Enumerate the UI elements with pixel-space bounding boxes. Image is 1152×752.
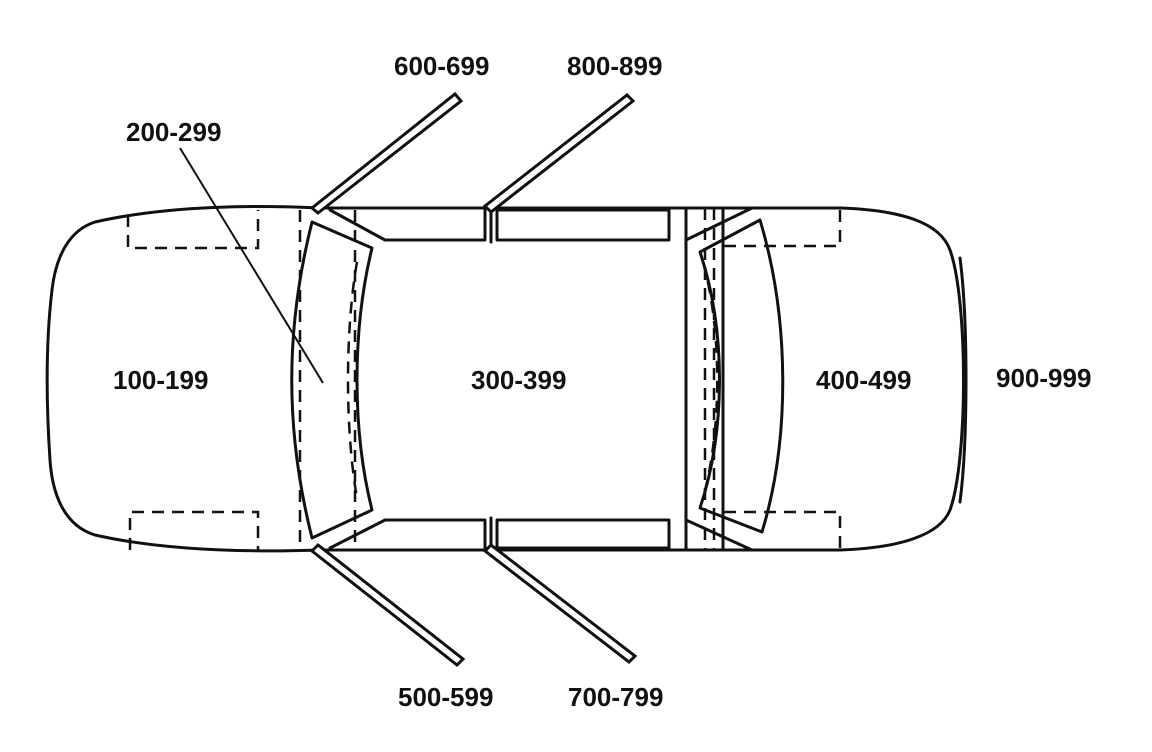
zone-label-rear: 400-499 — [816, 365, 911, 395]
right-front-window — [328, 518, 487, 550]
zone-label-front: 100-199 — [113, 365, 208, 395]
front-left-dashed-box — [126, 210, 260, 250]
windshield-leader-line — [179, 147, 324, 384]
rear-window-inner-dashed — [701, 261, 719, 499]
zone-label-windshield: 200-299 — [126, 117, 221, 147]
zone-label-right-front-door: 500-599 — [398, 682, 493, 712]
left-rear-window — [495, 208, 671, 242]
right-front-door-open — [309, 542, 466, 668]
rear-window-shape — [698, 218, 785, 534]
rear-right-wedge — [684, 518, 754, 552]
zone-label-cabin: 300-399 — [471, 365, 566, 395]
windshield-shape — [290, 220, 374, 540]
rear-left-dashed-box — [720, 210, 842, 248]
front-right-dashed-box — [128, 510, 260, 550]
left-rear-door-open — [482, 93, 636, 214]
zone-label-left-rear-door: 800-899 — [567, 51, 662, 81]
left-front-window — [328, 208, 487, 242]
right-rear-window — [495, 518, 671, 550]
car-body-outline — [45, 204, 965, 553]
windshield-inner-dashed — [346, 261, 359, 499]
zone-label-exterior: 900-999 — [996, 363, 1091, 393]
right-rear-door-open — [482, 543, 638, 664]
rear-right-dashed-box — [720, 510, 842, 548]
zone-label-left-front-door: 600-699 — [394, 51, 489, 81]
zone-label-right-rear-door: 700-799 — [568, 682, 663, 712]
rear-left-wedge — [684, 206, 754, 242]
left-front-door-open — [309, 91, 464, 215]
rear-bumper-line — [958, 256, 968, 504]
